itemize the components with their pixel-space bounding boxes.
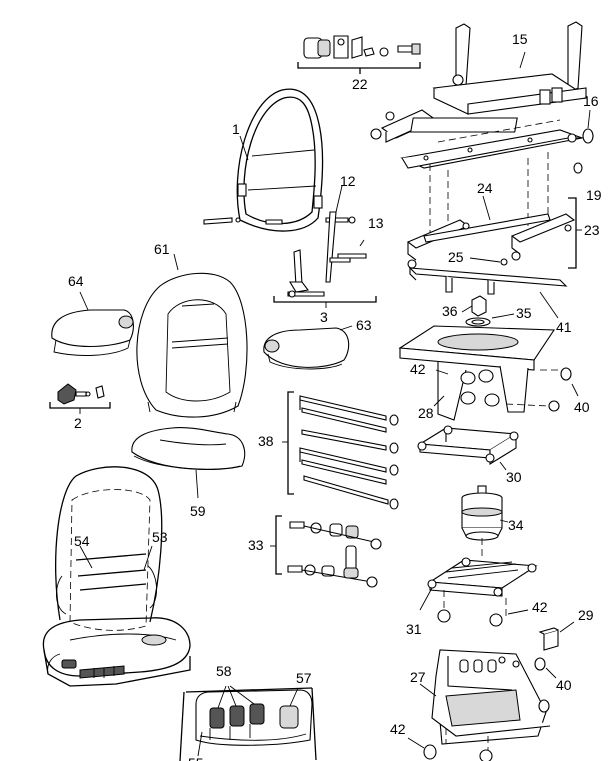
part-59-seat-cushion (131, 427, 246, 471)
callout-28: 28 (418, 405, 434, 421)
callout-35: 35 (516, 305, 532, 321)
callout-25: 25 (448, 249, 464, 265)
part-control-panel (179, 687, 317, 761)
part-31-lower-link (427, 557, 538, 616)
part-29-clip (538, 627, 559, 651)
callout-54: 54 (74, 533, 90, 549)
callout-42a: 42 (410, 361, 426, 377)
part-23-slide-rails (406, 213, 576, 269)
part-assembled-seat (42, 466, 191, 687)
part-36-35-fittings (465, 295, 491, 327)
part-3-linkage (287, 211, 367, 298)
callout-19: 19 (586, 187, 602, 203)
part-38-bolts (299, 395, 399, 510)
callout-13: 13 (368, 215, 384, 231)
callout-42c: 42 (390, 721, 406, 737)
part-41-cross-bar (408, 267, 568, 295)
callout-42b: 42 (532, 599, 548, 615)
callout-27: 27 (410, 669, 426, 685)
callout-29: 29 (578, 607, 594, 623)
part-slider-plate (370, 109, 594, 238)
callout-38: 38 (258, 433, 274, 449)
callout-34: 34 (508, 517, 524, 533)
callout-40a: 40 (574, 399, 590, 415)
callout-24: 24 (477, 180, 493, 196)
callout-55: 55 (188, 755, 204, 761)
part-1-back-frame (203, 88, 356, 232)
callout-64: 64 (68, 273, 84, 289)
part-27-base (431, 649, 551, 752)
callout-58: 58 (216, 663, 232, 679)
callout-31: 31 (406, 621, 422, 637)
part-61-back-cushion (136, 272, 248, 418)
callout-33: 33 (248, 537, 264, 553)
part-33-damper-assembly (287, 521, 382, 588)
callout-16: 16 (583, 93, 599, 109)
callout-30: 30 (506, 469, 522, 485)
callout-59: 59 (190, 503, 206, 519)
callout-63: 63 (356, 317, 372, 333)
part-30-scissor-link (417, 425, 519, 465)
callout-15: 15 (512, 31, 528, 47)
callout-3: 3 (320, 309, 328, 325)
part-64-left-armrest (51, 309, 134, 356)
callout-57: 57 (296, 670, 312, 686)
callout-36: 36 (442, 303, 458, 319)
callout-61: 61 (154, 241, 170, 257)
part-15-seat-frame (432, 21, 588, 115)
callout-2: 2 (74, 415, 82, 431)
callout-22: 22 (352, 76, 368, 92)
part-63-right-armrest (263, 327, 350, 370)
part-2-armrest-knob (57, 383, 105, 405)
part-22-hardware-kit (297, 35, 421, 74)
part-34-air-spring (461, 485, 503, 560)
callout-12: 12 (340, 173, 356, 189)
callout-23: 23 (584, 222, 600, 238)
callout-1: 1 (232, 121, 240, 137)
part-28-upper-plate (398, 325, 572, 421)
callout-40b: 40 (556, 677, 572, 693)
callout-41: 41 (556, 319, 572, 335)
callout-53: 53 (152, 529, 168, 545)
